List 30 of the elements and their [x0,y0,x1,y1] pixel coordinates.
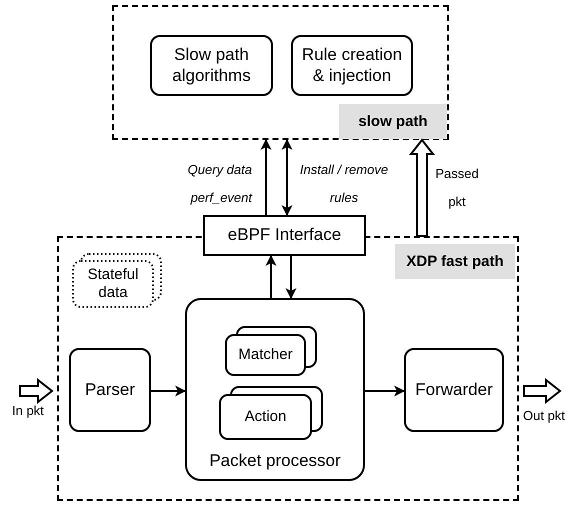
arrow [365,386,406,396]
edge-label: Passed pkt [434,165,480,211]
stacked-box [225,326,317,376]
stacked-box [219,386,323,440]
flow-label: Out pkt [523,408,565,423]
region-label: slow path [339,104,447,139]
stacked-data-box [72,253,162,308]
hollow-arrow [19,378,54,404]
interface-box: eBPF Interface [203,215,366,256]
hollow-arrow [408,138,436,237]
box-label: Packet processor [209,450,341,471]
arrow [286,256,296,300]
edge-label: Install / remove rules [298,161,390,207]
arrow [260,138,272,215]
region-label: XDP fast path [395,244,515,279]
arrow [151,386,186,396]
arrow [282,138,292,216]
hollow-arrow [523,378,562,404]
slow-path-region [112,5,449,140]
edge-label: Query data perf_event [186,161,252,207]
process-box: Slow path algorithms [150,35,273,96]
box-label: Action [244,407,288,427]
box-label: Matcher [237,345,294,365]
process-box: Parser [69,348,151,432]
process-box: Forwarder [404,348,504,432]
flow-label: In pkt [12,403,44,418]
processor-box [185,298,365,481]
box-label: Stateful data [86,265,140,303]
arrow [266,254,276,298]
process-box: Rule creation & injection [291,35,413,96]
